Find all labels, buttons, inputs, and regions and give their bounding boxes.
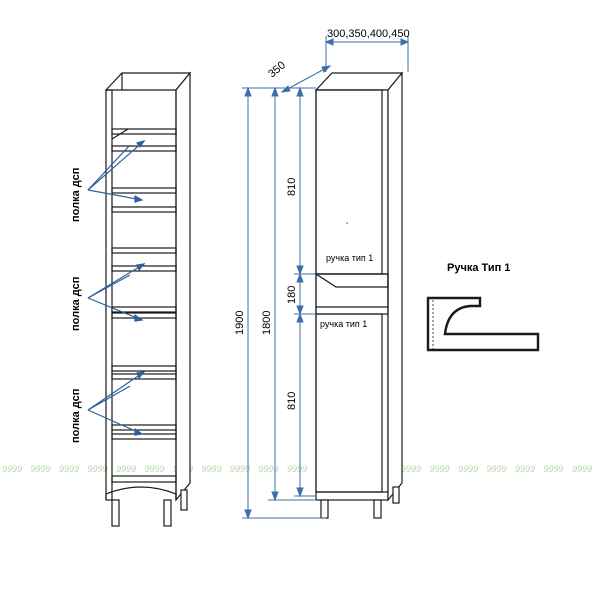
open-cabinet (104, 71, 192, 527)
arrow-head (136, 371, 146, 380)
watermark-text: 9999 (145, 464, 165, 474)
watermark-text: 9999 (544, 464, 564, 474)
shelf (111, 247, 177, 254)
total-height-dimension: 1900 (234, 311, 246, 335)
watermark-text: 9999 (59, 464, 79, 474)
watermark-text: 9999 (287, 464, 307, 474)
shelf (111, 265, 177, 272)
watermark-text: 9999 (487, 464, 507, 474)
cabinet-front (315, 89, 389, 501)
shelf (111, 306, 177, 313)
dot (346, 222, 348, 224)
watermark-text: 9999 (116, 464, 136, 474)
shelf-label: полка дсп (70, 168, 82, 222)
shelf (111, 365, 177, 372)
leg (373, 499, 382, 519)
watermark-text: 9999 (31, 464, 51, 474)
shelf (111, 475, 177, 483)
shelf-label: полка дсп (70, 389, 82, 443)
shelf (111, 187, 177, 194)
leg (320, 499, 329, 519)
shelf-label: полка дсп (70, 277, 82, 331)
watermark-text: 9999 (430, 464, 450, 474)
handle-detail-title: Ручка Тип 1 (447, 262, 510, 274)
leg (111, 499, 120, 527)
leg (163, 499, 172, 527)
closed-cabinet (313, 71, 404, 519)
lower-handle-label: ручка тип 1 (320, 319, 367, 329)
handle-profile-icon (426, 296, 540, 352)
watermark-text: 9999 (572, 464, 592, 474)
plinth (105, 486, 177, 500)
watermark-text: 9999 (230, 464, 250, 474)
shelf (111, 206, 177, 213)
niche-dimension: 180 (286, 286, 298, 304)
watermark-text: 9999 (2, 464, 22, 474)
body-height-dimension: 1800 (261, 311, 273, 335)
arrow-head (134, 194, 144, 203)
watermark-text: 9999 (259, 464, 279, 474)
arrow-head (134, 313, 144, 322)
depth-dimension: 350 (266, 59, 288, 80)
watermark-text: 9999 (202, 464, 222, 474)
upper-door-dimension: 810 (286, 178, 298, 196)
watermark-text: 9999 (515, 464, 535, 474)
niche-depth (313, 273, 389, 288)
cabinet-top (314, 72, 404, 91)
handle-detail: Ручка Тип 1 (426, 262, 540, 352)
shelf-annotations: полка дсп полка дсп полка дсп (70, 139, 146, 443)
cabinet-left-side (105, 89, 113, 501)
shelf (111, 312, 177, 319)
shelf (111, 373, 177, 380)
lower-door-dimension: 810 (286, 392, 298, 410)
arrow-head (136, 263, 146, 272)
dimension-lines (242, 36, 410, 520)
leg (392, 486, 400, 504)
watermark-text: 9999 (401, 464, 421, 474)
upper-handle-label: ручка тип 1 (326, 253, 373, 263)
cabinet-right-side (175, 71, 191, 502)
width-dimension: 300,350,400,450 (327, 28, 410, 40)
watermark-text: 9999 (458, 464, 478, 474)
leg (180, 489, 188, 511)
cabinet-right-side (387, 71, 403, 502)
shelf (111, 433, 177, 440)
shelves (111, 128, 177, 483)
watermark-text: 9999 (88, 464, 108, 474)
shelf (111, 424, 177, 431)
shelf (111, 128, 177, 135)
arrow-head (134, 427, 144, 436)
arrow-head (135, 139, 146, 149)
shelf (111, 145, 177, 152)
watermark-strip: 9999 9999 9999 9999 9999 9999 9999 9999 9999 9999… (2, 464, 592, 474)
